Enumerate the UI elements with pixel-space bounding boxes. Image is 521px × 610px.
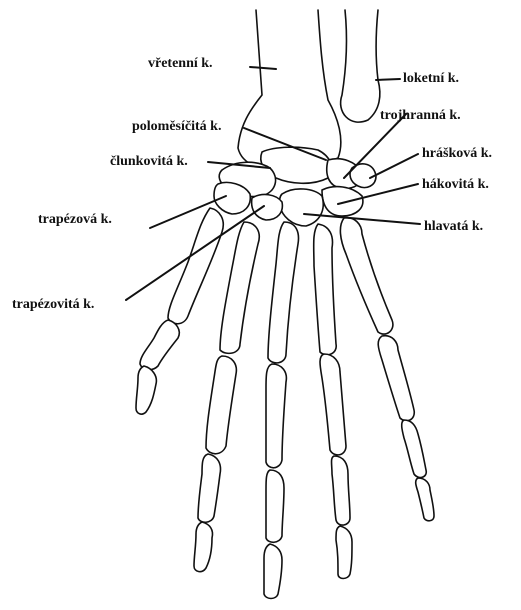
middle-proximal-phalanx — [266, 364, 286, 468]
ring-proximal-phalanx — [320, 354, 346, 455]
middle-distal-phalanx — [264, 544, 282, 599]
little-distal-phalanx — [416, 478, 434, 521]
index-metacarpal — [220, 222, 259, 353]
capitate-label: hlavatá k. — [424, 219, 483, 235]
ring-distal-phalanx — [336, 526, 352, 579]
radius-label: vřetenní k. — [148, 56, 213, 72]
triquetrum-label: trojhranná k. — [380, 108, 461, 124]
thumb-proximal-phalanx — [140, 320, 179, 370]
middle-metacarpal — [268, 222, 298, 363]
little-proximal-phalanx — [378, 336, 414, 421]
ring-middle-phalanx — [332, 456, 351, 525]
ulna-label: loketní k. — [403, 71, 459, 87]
middle-middle-phalanx — [266, 470, 284, 542]
scaphoid-label: člunkovitá k. — [110, 154, 188, 170]
thumb-distal-phalanx — [136, 366, 156, 414]
trapezium-label: trapézová k. — [38, 212, 112, 228]
ulna-bone — [341, 10, 380, 122]
trapezoid-bone — [252, 195, 283, 220]
little-metacarpal — [340, 218, 393, 334]
trapezoid-label: trapézovitá k. — [12, 297, 94, 313]
hamate-bone — [322, 187, 363, 216]
pisiform-leader-line — [370, 154, 418, 178]
index-middle-phalanx — [198, 454, 221, 522]
capitate-leader-line — [304, 214, 420, 224]
capitate-bone — [280, 189, 324, 226]
pisiform-label: hrášková k. — [422, 146, 492, 162]
ring-metacarpal — [314, 224, 337, 355]
ulna-leader-line — [376, 79, 400, 80]
little-middle-phalanx — [402, 420, 427, 477]
hamate-label: hákovitá k. — [422, 177, 489, 193]
index-distal-phalanx — [194, 522, 213, 572]
lunate-label: poloměsíčitá k. — [132, 119, 221, 135]
index-proximal-phalanx — [206, 356, 236, 454]
